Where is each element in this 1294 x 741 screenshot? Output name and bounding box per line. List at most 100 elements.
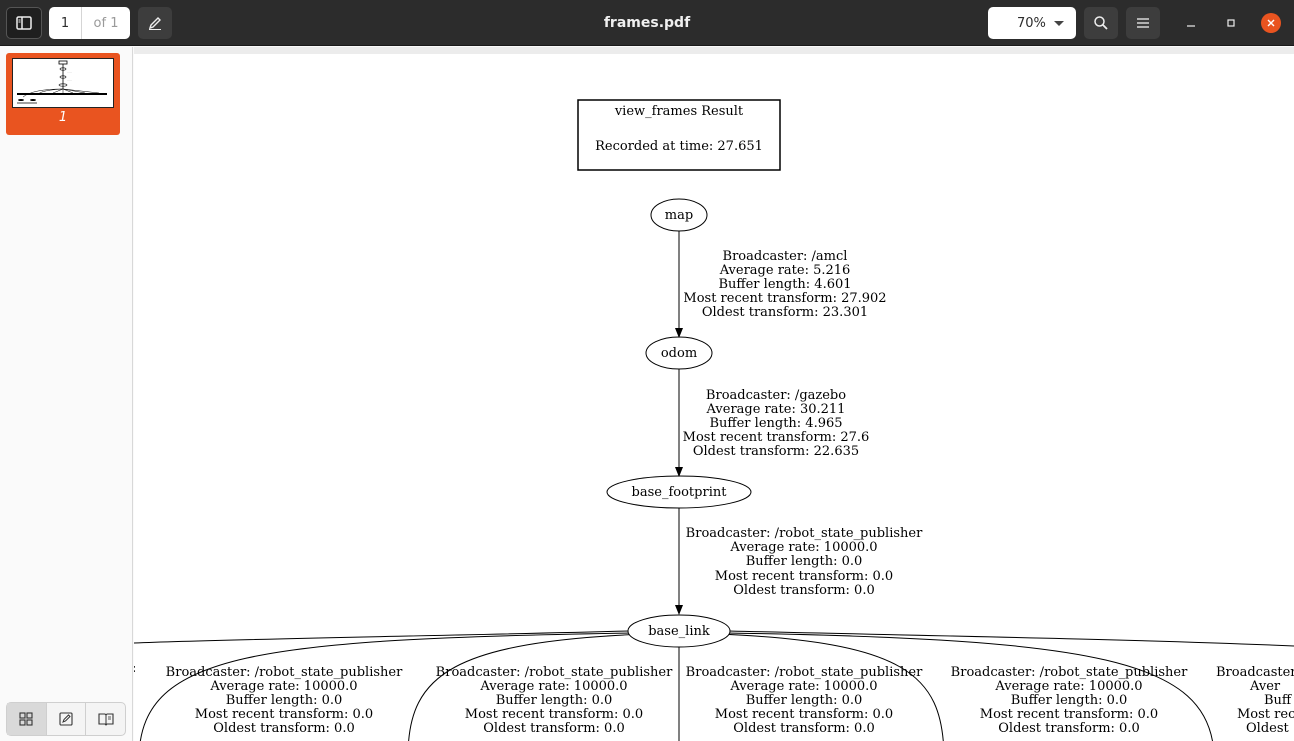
edge-label-line: Oldest transform: 0.0 — [998, 721, 1139, 736]
edge-label-line: Average rate: 10000.0 — [994, 679, 1142, 694]
edge-label-line: Broadcaster — [1216, 665, 1294, 680]
edge-label-line: Most recent transform: 27.6 — [683, 430, 870, 445]
edge-label-line: Broadcaster: /robot_state_publisher — [951, 665, 1188, 680]
book-icon — [98, 713, 114, 726]
node-map-label: map — [665, 208, 693, 223]
zoom-select[interactable]: 70% — [988, 7, 1076, 39]
edge-label-line: Buffer length: 0.0 — [496, 693, 613, 708]
edge-label-line: Average rate: 10000.0 — [729, 679, 877, 694]
edge-label-line: Most recent transform: 0.0 — [715, 569, 893, 584]
edge-link-child — [728, 630, 1294, 647]
edge-label-child-1: Broadcaster: /robot_state_publisher Aver… — [166, 665, 403, 736]
edge-link-child — [139, 632, 635, 741]
search-button[interactable] — [1084, 7, 1118, 39]
edge-label-line: Most recent transform: 0.0 — [715, 707, 893, 722]
edge-label-child-3: Broadcaster: /robot_state_publisher Aver… — [686, 665, 923, 736]
edge-label-line: Most recent transform: 0.0 — [980, 707, 1158, 722]
maximize-icon — [1227, 19, 1235, 27]
edge-label-line: Most recent transform: 0.0 — [195, 707, 373, 722]
svg-text:.....: ..... — [67, 70, 72, 74]
tf-frames-graph: view_frames Result Recorded at time: 27.… — [134, 99, 1294, 741]
edge-label-fragment: : — [134, 661, 136, 676]
page-navigator: 1 of 1 — [49, 7, 130, 39]
sidebar-toggle-button[interactable] — [6, 7, 42, 39]
edge-label-footprint-link: Broadcaster: /robot_state_publisher Aver… — [686, 526, 923, 598]
minimize-button[interactable] — [1181, 13, 1201, 33]
edge-label-line: Buffer length: 4.601 — [718, 277, 851, 292]
thumbnail-page-number: 1 — [58, 110, 68, 125]
thumbnails-view-button[interactable] — [7, 703, 47, 735]
edge-label-child-4: Broadcaster: /robot_state_publisher Aver… — [951, 665, 1188, 736]
outline-view-button[interactable] — [86, 703, 125, 735]
annotation-icon — [59, 712, 73, 726]
search-icon — [1094, 16, 1108, 30]
edge-label-line: Buffer length: 0.0 — [226, 693, 343, 708]
chevron-down-icon — [1054, 21, 1064, 26]
edge-label-line: Broadcaster: /robot_state_publisher — [686, 665, 923, 680]
edge-label-line: Broadcaster: /amcl — [723, 249, 848, 264]
page-total-label: of 1 — [93, 15, 119, 31]
edge-label-line: Broadcaster: /gazebo — [706, 388, 846, 403]
pencil-icon — [148, 17, 161, 30]
edge-label-line: Broadcaster: /robot_state_publisher — [436, 665, 673, 680]
edge-label-child-2: Broadcaster: /robot_state_publisher Aver… — [436, 665, 673, 736]
sidebar-mode-switcher — [6, 702, 126, 736]
edge-label-map-odom: Broadcaster: /amcl Average rate: 5.216 B… — [683, 249, 886, 320]
edge-label-line: Most recent transform: 27.902 — [683, 291, 886, 306]
page-thumbnail[interactable]: ..... ..... 1 — [6, 53, 120, 135]
result-recorded-time: Recorded at time: 27.651 — [595, 139, 763, 154]
arrowhead — [675, 467, 683, 477]
edge-label-line: Broadcaster: /robot_state_publisher — [686, 526, 923, 541]
hamburger-menu-icon — [1137, 18, 1149, 28]
edge-label-line: Oldest transform: 0.0 — [483, 721, 624, 736]
pdf-page: view_frames Result Recorded at time: 27.… — [134, 54, 1294, 741]
maximize-button[interactable] — [1221, 13, 1241, 33]
edge-label-line: Most rec — [1237, 707, 1294, 722]
edge-label-odom-footprint: Broadcaster: /gazebo Average rate: 30.21… — [683, 388, 870, 459]
node-base-footprint-label: base_footprint — [632, 485, 728, 500]
node-odom-label: odom — [661, 346, 697, 361]
edge-label-line: Oldest transform: 23.301 — [702, 305, 868, 320]
arrowhead — [675, 328, 683, 338]
page-number-input[interactable]: 1 — [49, 7, 82, 39]
node-base-link — [627, 614, 731, 648]
annotate-button[interactable] — [138, 7, 172, 39]
minimize-icon — [1187, 25, 1195, 27]
edge-label-line: Buff — [1264, 693, 1293, 708]
edge-label-line: Broadcaster: /robot_state_publisher — [166, 665, 403, 680]
edge-label-line: Aver — [1249, 679, 1281, 694]
svg-text:.....: ..... — [67, 78, 72, 82]
result-title: view_frames Result — [614, 104, 744, 119]
sidebar-icon — [16, 16, 32, 30]
edge-label-line: Average rate: 30.211 — [706, 402, 846, 417]
edge-label-line: Average rate: 5.216 — [719, 263, 851, 278]
arrowhead — [675, 605, 683, 615]
thumbnail-sidebar: ..... ..... 1 — [0, 47, 133, 741]
edge-label-line: Oldest transform: 0.0 — [733, 721, 874, 736]
edge-label-line: Buffer length: 0.0 — [1011, 693, 1128, 708]
zoom-value: 70% — [1017, 15, 1046, 31]
edge-label-line: Oldest transform: 22.635 — [693, 444, 859, 459]
edge-link-child — [134, 630, 630, 644]
edge-label-line: Buffer length: 0.0 — [746, 554, 863, 569]
edge-link-child — [408, 633, 645, 741]
close-button[interactable] — [1261, 13, 1281, 33]
edge-label-line: Average rate: 10000.0 — [209, 679, 357, 694]
main-menu-button[interactable] — [1126, 7, 1160, 39]
edge-label-child-5-partial: Broadcaster Aver Buff Most rec Oldest — [1216, 665, 1294, 736]
edge-link-child — [725, 632, 1213, 741]
edge-label-line: Buffer length: 0.0 — [746, 693, 863, 708]
grid-icon — [19, 712, 33, 726]
thumbnail-preview: ..... ..... — [12, 58, 114, 108]
close-icon — [1267, 19, 1275, 27]
result-box — [577, 99, 781, 171]
edge-label-line: Average rate: 10000.0 — [479, 679, 627, 694]
title-bar: 1 of 1 frames.pdf 70% — [0, 0, 1294, 46]
edge-label-line: Oldest — [1246, 721, 1290, 736]
edge-label-line: Most recent transform: 0.0 — [465, 707, 643, 722]
edge-link-child — [718, 633, 944, 741]
document-viewer[interactable]: view_frames Result Recorded at time: 27.… — [134, 47, 1294, 741]
annotations-view-button[interactable] — [47, 703, 87, 735]
edge-label-line: Buffer length: 4.965 — [709, 416, 842, 431]
edge-label-line: Oldest transform: 0.0 — [213, 721, 354, 736]
